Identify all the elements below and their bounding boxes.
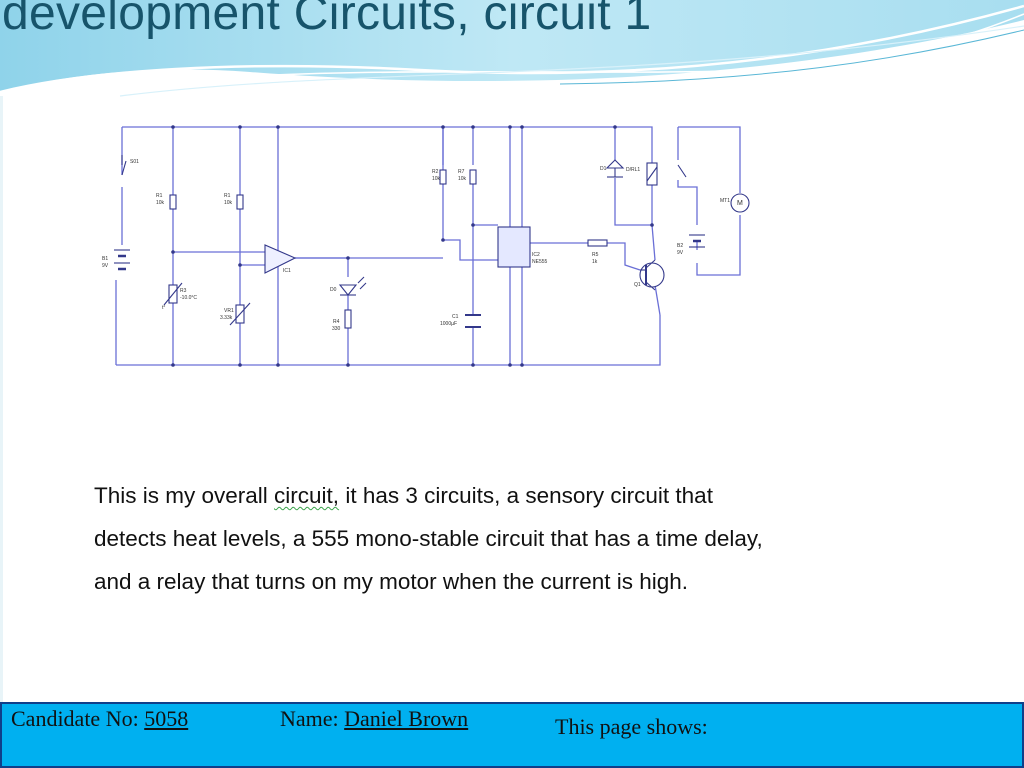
candidate-label: Candidate No: [11,706,145,731]
r-left-a-value: 10k [156,200,165,206]
r-top-a-name: R2 [432,169,439,175]
r-led-name: R4 [333,319,340,325]
battery1-name: B1 [102,256,108,262]
description-line-2: detects heat levels, a 555 mono-stable c… [94,526,763,551]
capacitor-name: C1 [452,314,459,320]
r-base-name: R5 [592,252,599,258]
led-label: D0 [330,287,337,293]
battery1-voltage: 9V [102,263,109,269]
header-wave [0,0,1024,100]
name-label: Name: [280,706,345,731]
diode-label: D1 [600,166,607,172]
opamp-label: IC1 [283,268,291,274]
capacitor-value: 1000µF [440,321,457,327]
description-line-3: and a relay that turns on my motor when … [94,569,689,594]
r-base-value: 1k [592,259,598,265]
r-left-a-name: R1 [156,193,163,199]
r-led-value: 330 [332,326,341,332]
var-resistor-name: VR1 [224,308,234,314]
switch-label: S01 [130,159,139,165]
thermistor-temp: t° [162,305,165,311]
motor-symbol: M [737,200,743,207]
circuit-diagram: S01 B1 9V R1 10k R1 10k R3 -10.0°C t° VR… [102,125,750,367]
thermistor-value: -10.0°C [180,295,197,301]
timer-value: NE555 [532,259,548,265]
thermistor-name: R3 [180,288,187,294]
battery2-name: B2 [677,243,683,249]
r-top-b-name: R7 [458,169,465,175]
page-shows-label: This page shows: [555,714,708,739]
description-text: This is my overall circuit, it has 3 cir… [94,474,954,603]
var-resistor-value: 3.33k [220,315,233,321]
r-top-b-value: 10k [458,176,467,182]
r-left-b-value: 10k [224,200,233,206]
candidate-value: 5058 [144,706,189,731]
left-edge-strip [0,96,3,702]
battery2-voltage: 9V [677,250,684,256]
relay-label: D/RL1 [626,167,640,173]
name-value: Daniel Brown [344,706,469,731]
candidate-name: Name: Daniel Brown [280,706,468,732]
r-left-b-name: R1 [224,193,231,199]
spellcheck-word: circuit, [274,483,340,508]
description-line-1: This is my overall circuit, it has 3 cir… [94,474,954,517]
candidate-number: Candidate No: 5058 [11,706,188,732]
r-top-a-value: 10k [432,176,441,182]
motor-name: MT1 [720,198,730,204]
transistor-label: Q1 [634,282,641,288]
description-line-1-start: This is my overall [94,483,275,508]
footer-bar: Candidate No: 5058 Name: Daniel Brown Th… [0,702,1024,768]
slide-title: development Circuits, circuit 1 [2,0,652,40]
description-line-1-end: it has 3 circuits, a sensory circuit tha… [339,483,713,508]
timer-name: IC2 [532,252,540,258]
